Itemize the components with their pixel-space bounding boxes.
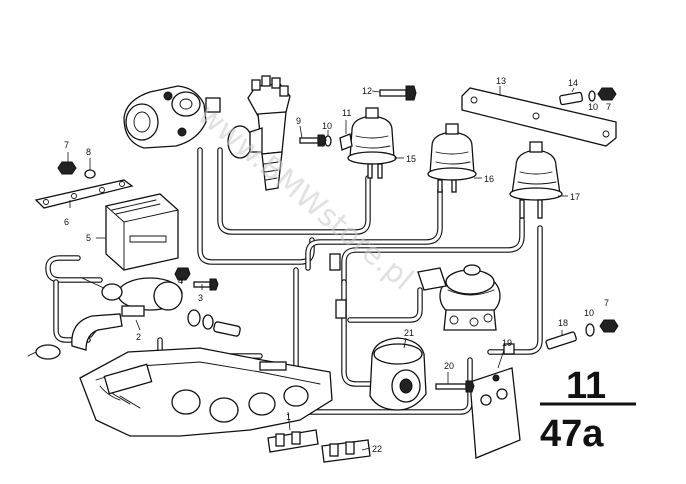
- screw-3: [193, 278, 219, 291]
- bolt-12: [379, 85, 417, 101]
- distributor: [227, 75, 291, 191]
- part-number-labels: 1 2 3 4 5 6 7 8 9 10 11 12 13 14 10 7 15…: [64, 76, 611, 454]
- group-label-bottom: 47a: [540, 413, 604, 455]
- spacer-14: [559, 87, 617, 106]
- part-label-9: 9: [296, 116, 301, 126]
- nut-7-left: [57, 161, 77, 175]
- washer-8: [84, 169, 96, 179]
- valve-assembly: [81, 277, 183, 317]
- part-label-5: 5: [86, 233, 91, 243]
- part-label-7-right: 7: [604, 298, 609, 308]
- part-label-18: 18: [558, 318, 568, 328]
- clip-22: [321, 439, 371, 463]
- bracket-13: [461, 87, 617, 147]
- part-label-8: 8: [86, 147, 91, 157]
- part-label-10-top: 10: [588, 102, 598, 112]
- part-label-2: 2: [136, 332, 141, 342]
- part-label-6: 6: [64, 217, 69, 227]
- part-label-4: 4: [178, 276, 183, 286]
- bolt-9: [299, 134, 327, 147]
- part-label-10-left: 10: [322, 121, 332, 131]
- part-label-16: 16: [484, 174, 494, 184]
- elbow-hose-2: [27, 313, 123, 360]
- part-label-1: 1: [286, 412, 291, 422]
- control-unit-5: [105, 193, 179, 271]
- part-label-17: 17: [570, 192, 580, 202]
- thermostat-housing: [123, 85, 221, 149]
- part-label-10-right: 10: [584, 308, 594, 318]
- egr-valve: [417, 264, 501, 331]
- part-label-20: 20: [444, 361, 454, 371]
- part-label-13: 13: [496, 76, 506, 86]
- vacuum-unit-17: [509, 141, 563, 219]
- part-label-14: 14: [568, 78, 578, 88]
- part-label-15: 15: [406, 154, 416, 164]
- part-label-21: 21: [404, 328, 414, 338]
- thermo-valve-21: [369, 337, 427, 411]
- plate-19: [469, 367, 521, 459]
- part-label-7-left: 7: [64, 140, 69, 150]
- part-label-7-top: 7: [606, 102, 611, 112]
- part-label-3: 3: [198, 293, 203, 303]
- group-label-top: 11: [566, 365, 606, 407]
- part-label-12: 12: [362, 86, 372, 96]
- vacuum-unit-15: [347, 107, 397, 179]
- bolt-20: [435, 380, 475, 393]
- part-label-22: 22: [372, 444, 382, 454]
- clip-11: [339, 133, 353, 151]
- bracket-6: [34, 179, 134, 209]
- clamp-right: [187, 309, 241, 337]
- fittings: [259, 253, 515, 371]
- leader-lines: [67, 86, 575, 451]
- vacuum-unit-16: [427, 123, 477, 193]
- spacer-18: [545, 319, 619, 350]
- part-label-19: 19: [502, 338, 512, 348]
- group-label: 11 47a: [540, 365, 636, 455]
- nut-4: [174, 267, 191, 281]
- part-label-11: 11: [342, 108, 351, 118]
- clip-1: [267, 429, 319, 453]
